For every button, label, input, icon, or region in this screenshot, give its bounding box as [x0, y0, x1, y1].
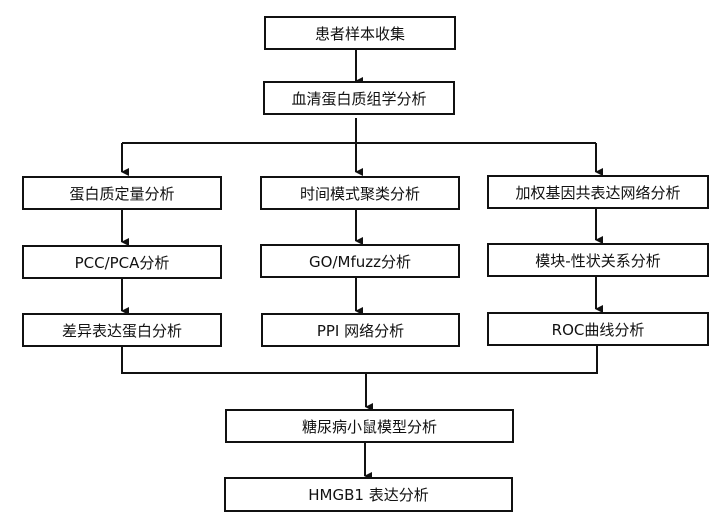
- node-ppi: PPI 网络分析: [261, 313, 460, 347]
- node-label: 血清蛋白质组学分析: [291, 89, 427, 108]
- node-label: 加权基因共表达网络分析: [515, 183, 681, 202]
- node-module-trait: 模块-性状关系分析: [487, 243, 709, 277]
- node-diff-protein: 差异表达蛋白分析: [22, 313, 222, 347]
- node-serum-proteomics: 血清蛋白质组学分析: [263, 81, 455, 115]
- node-protein-quant: 蛋白质定量分析: [22, 176, 222, 210]
- node-go-mfuzz: GO/Mfuzz分析: [260, 244, 460, 278]
- node-mouse-model: 糖尿病小鼠模型分析: [225, 409, 514, 443]
- node-label: PPI 网络分析: [316, 321, 405, 340]
- merge-line: [121, 344, 598, 374]
- node-label: GO/Mfuzz分析: [309, 252, 411, 271]
- node-hmgb1: HMGB1 表达分析: [224, 477, 513, 512]
- node-pcc-pca: PCC/PCA分析: [22, 245, 222, 279]
- node-time-cluster: 时间模式聚类分析: [260, 176, 460, 210]
- node-label: PCC/PCA分析: [74, 253, 170, 272]
- node-roc: ROC曲线分析: [487, 312, 709, 346]
- node-label: 蛋白质定量分析: [69, 184, 175, 203]
- node-label: 患者样本收集: [314, 24, 405, 43]
- node-sample-collection: 患者样本收集: [264, 16, 456, 50]
- node-label: ROC曲线分析: [551, 320, 645, 339]
- node-wgcna: 加权基因共表达网络分析: [487, 175, 709, 209]
- node-label: 模块-性状关系分析: [535, 251, 661, 270]
- node-label: 差异表达蛋白分析: [61, 321, 182, 340]
- node-label: 糖尿病小鼠模型分析: [301, 417, 437, 436]
- node-label: 时间模式聚类分析: [299, 184, 420, 203]
- node-label: HMGB1 表达分析: [308, 486, 429, 504]
